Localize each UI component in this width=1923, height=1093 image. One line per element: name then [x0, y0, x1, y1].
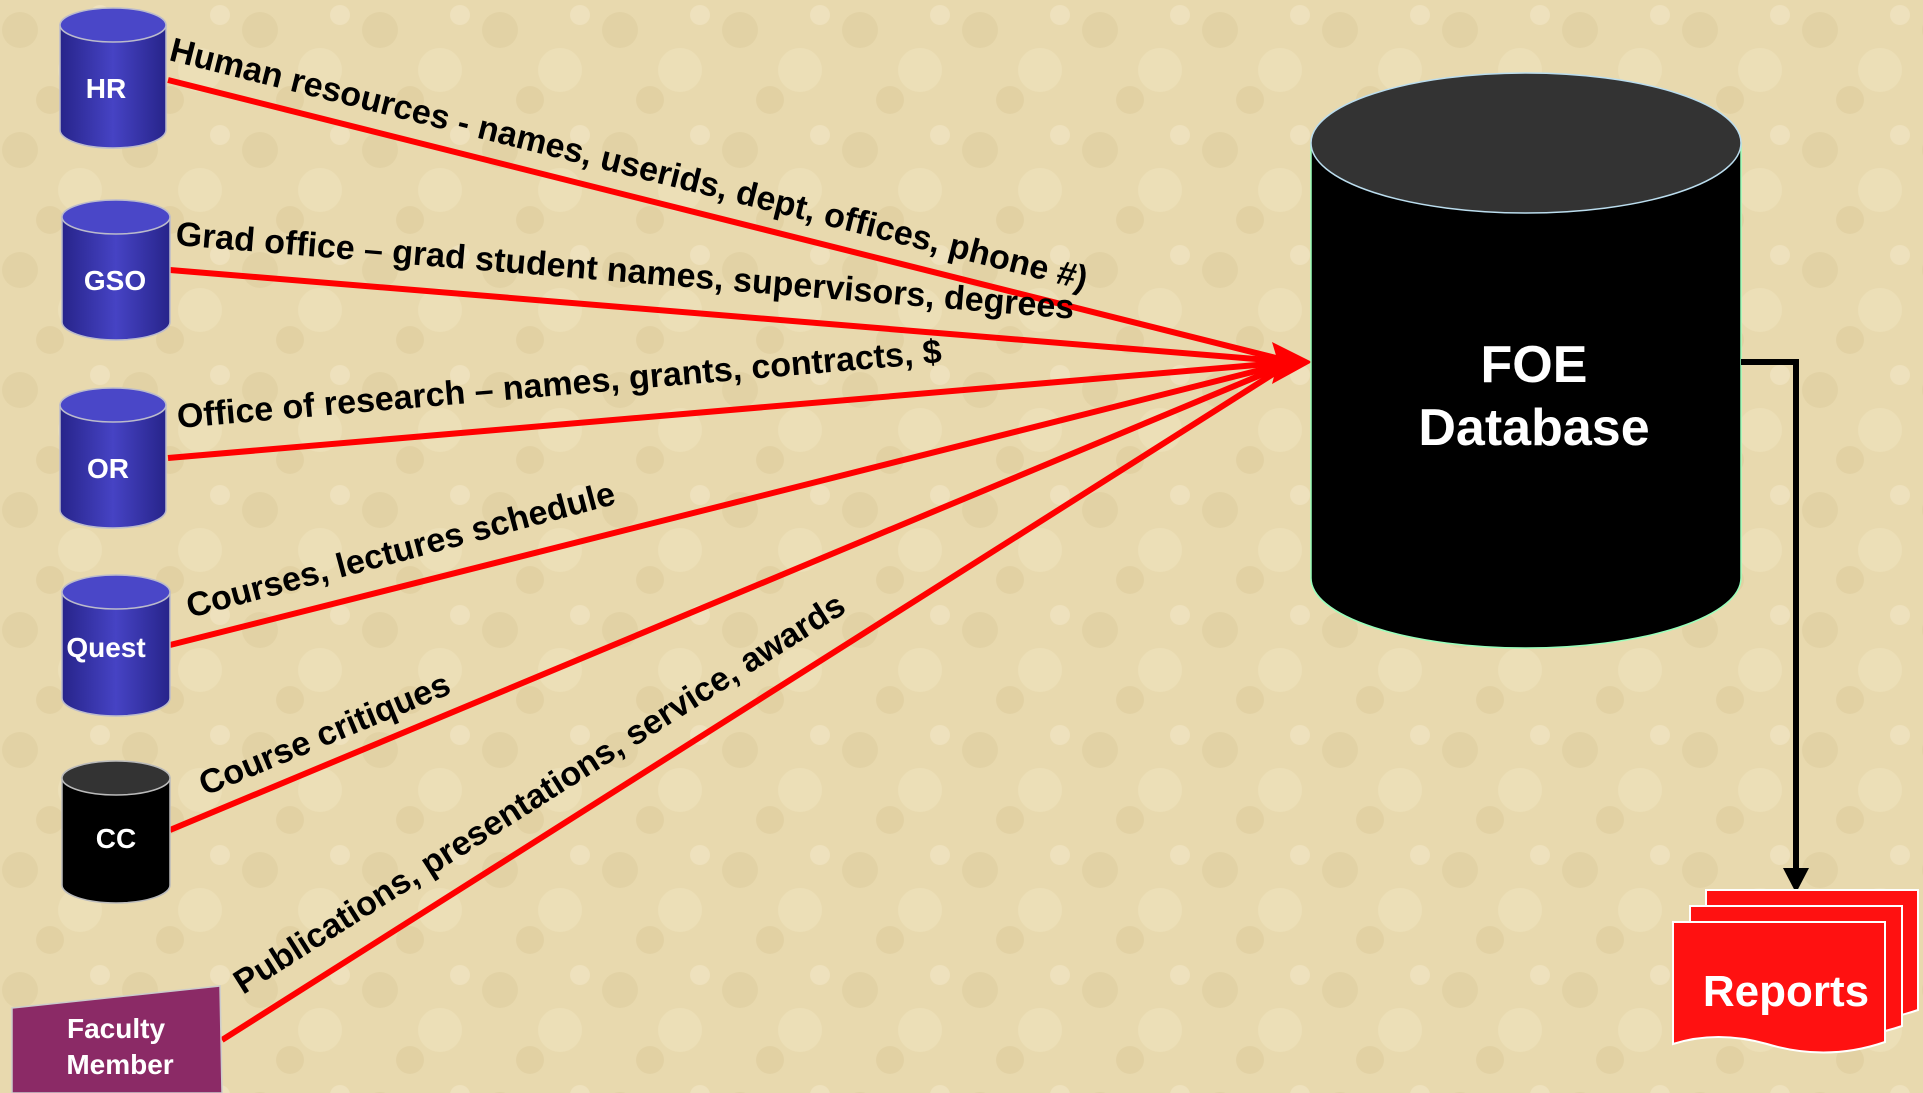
flow-line-cc — [168, 359, 1294, 833]
source-label-faculty-line2: Member — [66, 1049, 173, 1080]
source-label-gso: GSO — [84, 265, 146, 296]
foe-database-label-line1: FOE — [1481, 336, 1588, 394]
flow-lines — [167, 77, 1294, 1043]
database-cylinder-icon — [61, 777, 171, 904]
source-label-cc: CC — [96, 823, 136, 854]
flow-line-gso — [169, 267, 1293, 365]
source-label-faculty-line1: Faculty — [67, 1013, 165, 1044]
source-or: OR — [59, 387, 167, 529]
foe-database-label-line2: Database — [1418, 399, 1649, 457]
reports-label: Reports — [1703, 967, 1869, 1016]
document-icon — [11, 985, 223, 1093]
flow-line-quest — [169, 359, 1293, 648]
source-label-quest: Quest — [66, 632, 145, 663]
flow-arrowhead — [1272, 342, 1312, 384]
flow-line-hr — [167, 77, 1293, 365]
database-cylinder-icon — [59, 24, 167, 149]
output-arrowhead — [1783, 868, 1809, 893]
document-icon — [1672, 921, 1886, 1054]
flow-line-or — [167, 359, 1293, 461]
flow-line-faculty — [220, 359, 1294, 1043]
foe-database: FOE Database — [1310, 72, 1742, 649]
source-label-hr: HR — [86, 73, 126, 104]
source-gso: GSO — [61, 199, 171, 341]
source-hr: HR — [59, 7, 167, 149]
source-cc: CC — [61, 760, 171, 904]
database-cylinder-icon — [61, 216, 171, 341]
source-label-or: OR — [87, 453, 129, 484]
output-connector — [1741, 359, 1799, 878]
source-faculty: Faculty Member — [11, 985, 223, 1093]
database-cylinder-icon — [1310, 142, 1742, 649]
reports-output: Reports — [1672, 889, 1919, 1054]
source-quest: Quest — [61, 574, 171, 717]
database-cylinder-icon — [61, 591, 171, 717]
database-cylinder-icon — [59, 404, 167, 529]
